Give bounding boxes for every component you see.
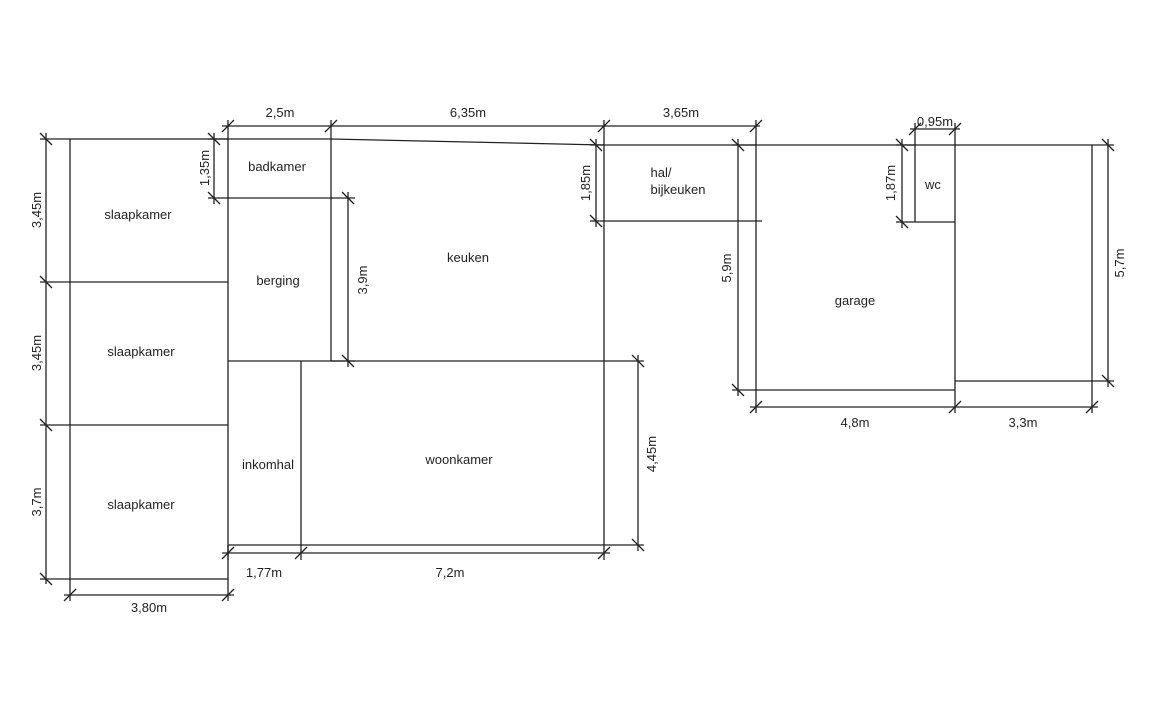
dim-label-wc-height: 1,87m <box>883 165 898 201</box>
room-label-wc: wc <box>924 177 941 192</box>
dim-label-bottom-right: 3,3m <box>1009 415 1038 430</box>
dim-label-right-height: 5,7m <box>1112 249 1127 278</box>
dimension-lines <box>39 119 1115 602</box>
dim-label-left-slaap3: 3,7m <box>29 488 44 517</box>
dim-label-berging-height: 3,9m <box>355 266 370 295</box>
room-label-berging: berging <box>256 273 299 288</box>
room-label-badkamer: badkamer <box>248 159 306 174</box>
dim-label-top-keuken: 6,35m <box>450 105 486 120</box>
room-label-slaapkamer-2: slaapkamer <box>107 344 175 359</box>
dim-label-badkamer-height: 1,35m <box>197 150 212 186</box>
room-label-garage: garage <box>835 293 875 308</box>
dim-label-left-slaap1: 3,45m <box>29 192 44 228</box>
dim-label-left-slaap2: 3,45m <box>29 335 44 371</box>
room-label-keuken: keuken <box>447 250 489 265</box>
dim-label-top-badkamer: 2,5m <box>266 105 295 120</box>
room-labels: slaapkamer slaapkamer slaapkamer badkame… <box>104 159 941 512</box>
room-label-slaapkamer-1: slaapkamer <box>104 207 172 222</box>
walls <box>69 138 1093 580</box>
dim-label-bottom-woonkamer: 7,2m <box>436 565 465 580</box>
room-label-slaapkamer-3: slaapkamer <box>107 497 175 512</box>
dim-label-top-hal: 3,65m <box>663 105 699 120</box>
dim-label-hal-height: 1,85m <box>578 165 593 201</box>
room-label-inkomhal: inkomhal <box>242 457 294 472</box>
room-label-hal-line1: hal/ <box>651 165 672 180</box>
wall-keuken-top <box>330 138 605 146</box>
room-label-hal-line2: bijkeuken <box>651 182 706 197</box>
dim-label-top-wc: 0,95m <box>917 114 953 129</box>
dim-label-garage-height: 5,9m <box>719 254 734 283</box>
dim-label-woonkamer-height: 4,45m <box>644 436 659 472</box>
slaapkamer-block-outline <box>69 138 229 580</box>
room-label-woonkamer: woonkamer <box>424 452 493 467</box>
dim-label-bottom-slaap: 3,80m <box>131 600 167 615</box>
dim-label-bottom-inkomhal: 1,77m <box>246 565 282 580</box>
dimension-labels: 2,5m 6,35m 3,65m 0,95m 3,45m 3,45m 3,7m … <box>29 105 1127 615</box>
dim-label-bottom-garage: 4,8m <box>841 415 870 430</box>
